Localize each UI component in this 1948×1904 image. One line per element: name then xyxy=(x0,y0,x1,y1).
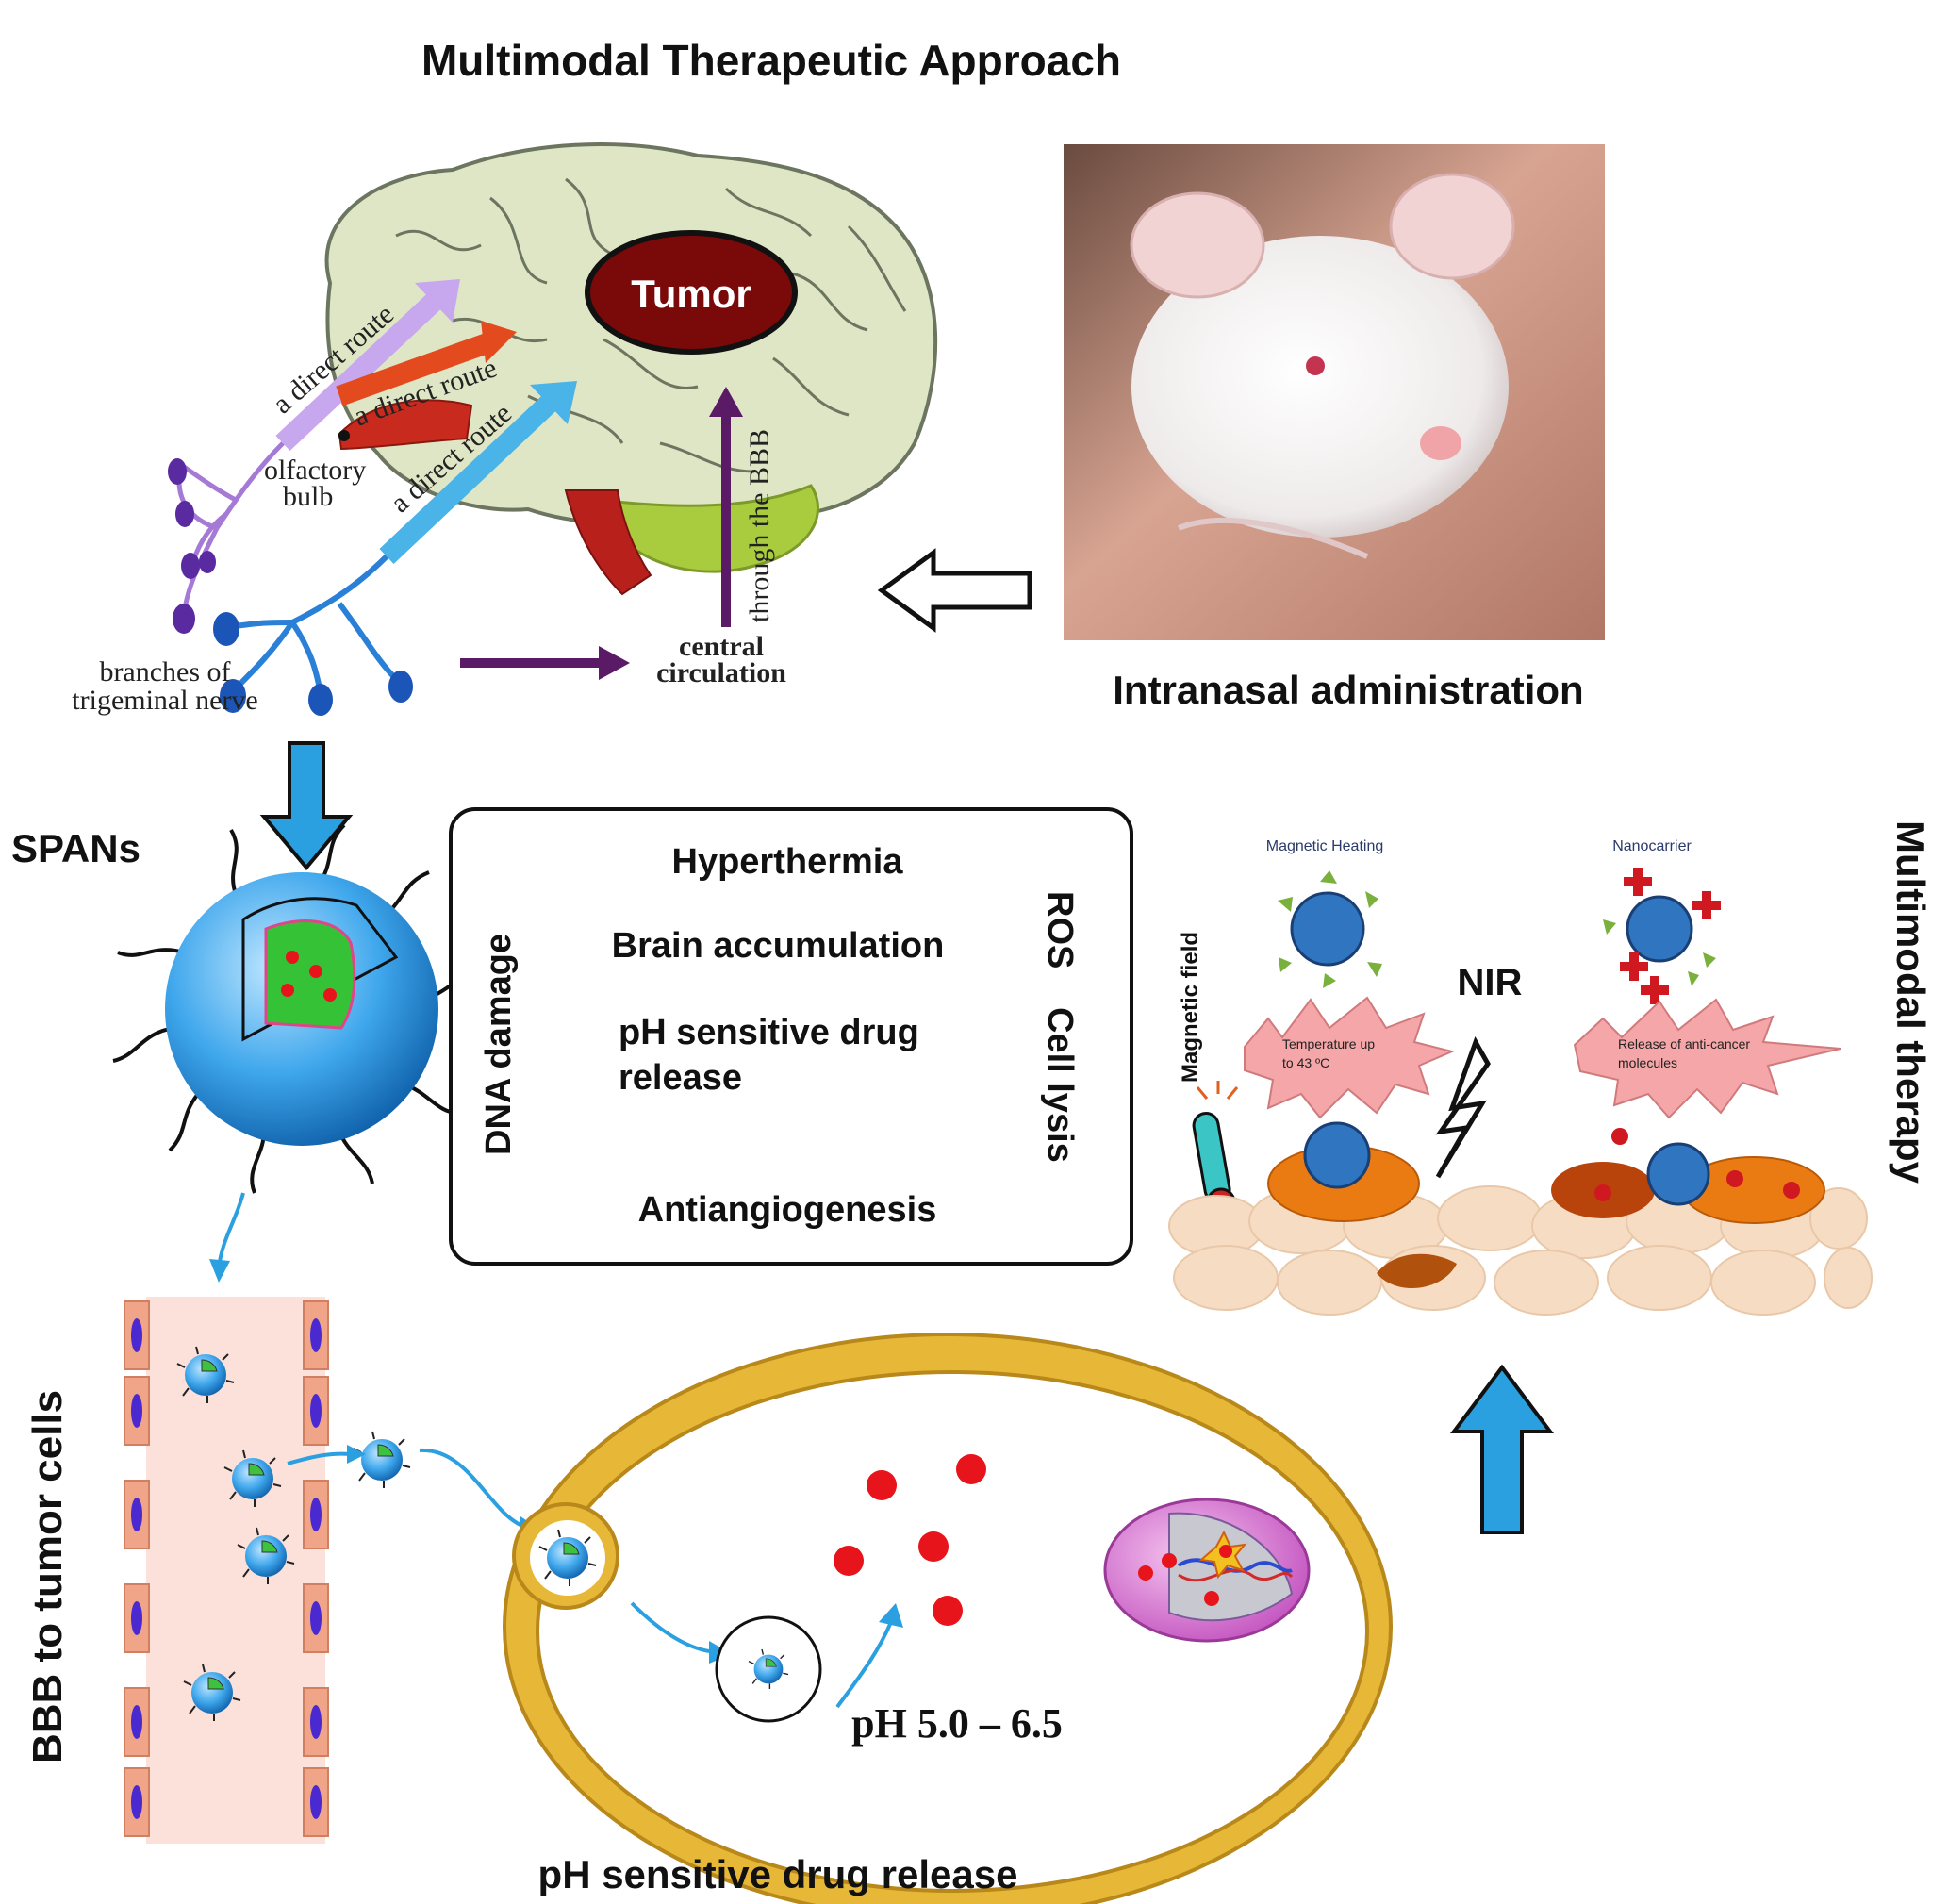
temperature-line-1: Temperature up xyxy=(1282,1036,1375,1051)
tissue-layer xyxy=(1168,1185,1873,1316)
effect-brain-accumulation: Brain accumulation xyxy=(612,926,945,966)
nucleus xyxy=(1103,1498,1311,1643)
therapy-panel: Magnetic Heating Nanocarrier Magnetic fi… xyxy=(1168,838,1873,1316)
cerebellum xyxy=(597,484,819,573)
multimodal-therapy-label: Multimodal therapy xyxy=(1889,820,1933,1184)
tumor-ellipse xyxy=(585,230,798,355)
effect-hyperthermia: Hyperthermia xyxy=(672,842,904,882)
magnetic-nanoparticle-top xyxy=(1278,870,1382,988)
magnetic-heating-label: Magnetic Heating xyxy=(1266,838,1384,854)
nanocarrier-top xyxy=(1603,868,1721,1004)
nir-lightning-icon xyxy=(1435,1036,1491,1179)
bottom-caption: pH sensitive drug release xyxy=(538,1852,1018,1896)
nanocarrier-label: Nanocarrier xyxy=(1612,838,1692,854)
tumor-label: Tumor xyxy=(631,272,751,316)
trigeminal-label-1: branches of xyxy=(99,656,230,687)
release-burst xyxy=(1573,998,1841,1119)
ph-range-label: pH 5.0 – 6.5 xyxy=(851,1700,1063,1747)
effect-ros: ROS xyxy=(1040,891,1080,969)
bbb-label: BBB to tumor cells xyxy=(25,1390,71,1763)
cross-arrow-2 xyxy=(419,1448,529,1530)
effect-ph-release-2: release xyxy=(619,1058,742,1098)
olfactory-bulb-shape xyxy=(338,399,473,451)
route-arrow-red xyxy=(336,331,496,406)
central-label-2: circulation xyxy=(656,657,786,688)
olfactory-label-2: bulb xyxy=(283,481,333,512)
temperature-burst xyxy=(1244,996,1456,1119)
olfactory-label-1: olfactory xyxy=(264,455,366,486)
released-drug-dots xyxy=(834,1454,986,1626)
intranasal-arrow xyxy=(877,548,1032,633)
photo-caption: Intranasal administration xyxy=(1113,668,1583,712)
through-bbb-label: through the BBB xyxy=(744,429,775,622)
effect-dna-damage: DNA damage xyxy=(479,934,519,1155)
route-arrow-blue xyxy=(379,392,559,565)
magnetic-field-label: Magnetic field xyxy=(1178,932,1203,1083)
temperature-line-2: to 43 ºC xyxy=(1282,1055,1329,1070)
effect-cell-lysis: Cell lysis xyxy=(1040,1007,1080,1163)
nanoparticle-crossing xyxy=(353,1431,411,1489)
up-arrow-blue xyxy=(1450,1364,1554,1534)
trigeminal-nerve xyxy=(230,554,399,694)
effect-antiangiogenesis: Antiangiogenesis xyxy=(638,1190,937,1230)
release-line-2: molecules xyxy=(1618,1055,1677,1070)
brain-illustration: Tumor a direct route a direct route a di… xyxy=(72,142,938,716)
nir-label: NIR xyxy=(1458,962,1523,1003)
tumor-cell xyxy=(503,1333,1393,1904)
effects-box: Hyperthermia Brain accumulation pH sensi… xyxy=(449,807,1133,1266)
cross-arrow-1 xyxy=(287,1451,352,1465)
olfactory-nerve-endings xyxy=(168,458,216,634)
down-arrow-blue xyxy=(259,741,354,871)
brain-stem xyxy=(564,489,652,596)
main-title: Multimodal Therapeutic Approach xyxy=(421,36,1121,85)
release-line-1: Release of anti-cancer xyxy=(1618,1036,1750,1051)
central-label-1: central xyxy=(679,631,764,662)
trigeminal-nerve-endings xyxy=(213,612,413,716)
trigeminal-label-2: trigeminal nerve xyxy=(72,685,257,716)
spans-nanoparticle xyxy=(112,823,477,1194)
curved-arrow-to-bbb xyxy=(217,1192,245,1269)
route-arrow-purple xyxy=(275,291,443,452)
blood-vessel xyxy=(124,1297,329,1844)
effect-ph-release-1: pH sensitive drug xyxy=(619,1013,919,1052)
spans-label: SPANs xyxy=(11,826,140,870)
mouse-photo xyxy=(1064,144,1605,640)
